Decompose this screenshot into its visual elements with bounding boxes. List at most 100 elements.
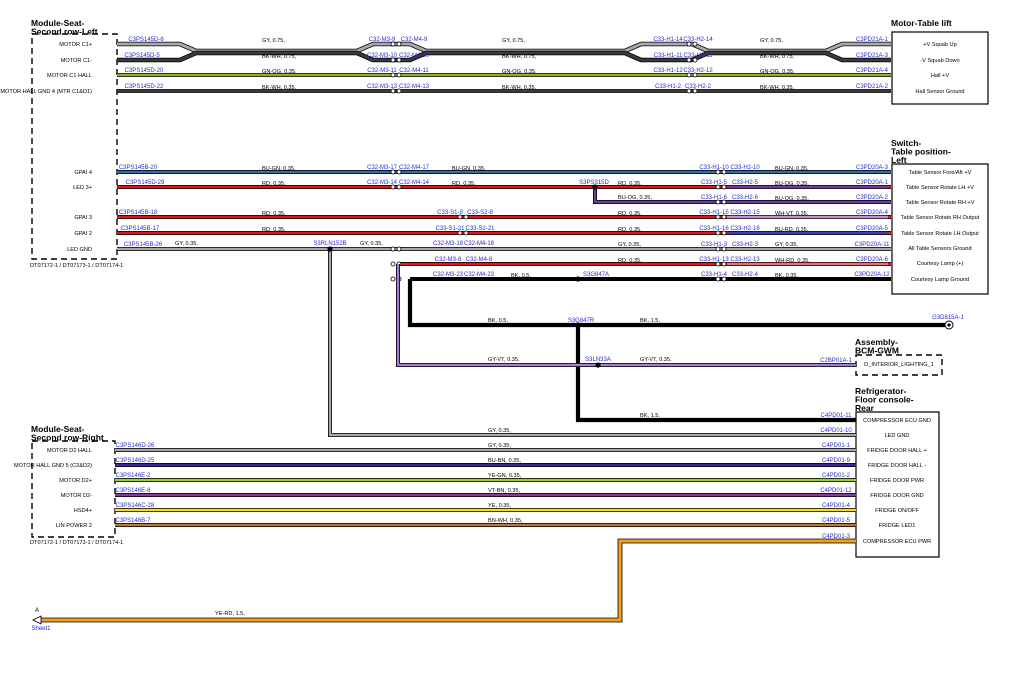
- pin-label: Courtesy Lamp (+): [917, 261, 964, 267]
- connector-label: C4PD01-12: [820, 488, 852, 494]
- pin-label: GPAI 4: [74, 170, 92, 176]
- module-seat-left-title: Second row-Left: [31, 27, 98, 37]
- pin-label: GPAI 3: [74, 215, 92, 221]
- inline-connector-left: [715, 169, 721, 175]
- pin-label: Table Sensor Rotate LH +V: [906, 185, 974, 191]
- pin-label: LED GND: [67, 247, 92, 253]
- motor-table-lift-frame: [891, 31, 989, 105]
- connector-label: C3PS146B-7: [115, 518, 151, 524]
- refrigerator-title: Refrigerator-: [855, 386, 907, 396]
- wire-spec-label: VT-BN, 0.35,: [488, 488, 520, 494]
- inline-connector-right: [721, 169, 727, 175]
- inline-connector-left: [390, 72, 396, 78]
- wire-spec-label: BK-WH, 0.35,: [262, 85, 297, 91]
- offpage-sheet-link[interactable]: Sheet1: [31, 626, 51, 632]
- connector-label: C3PS145D-20: [125, 68, 164, 74]
- connector-label: C4PD01-4: [822, 503, 851, 509]
- wire-spec-label: BU-RD, 0.35,: [775, 227, 809, 233]
- module-seat-left-title: Module-Seat-: [31, 18, 85, 28]
- inline-connector-right: [721, 199, 727, 205]
- inline-connector-right: [721, 214, 727, 220]
- wire-spec-label: GY-VT, 0.35,: [488, 357, 520, 363]
- connector-label: C3PS145B-26: [124, 242, 163, 248]
- inline-connector-right: [721, 261, 727, 267]
- motor-table-lift-title: Motor-Table lift: [891, 18, 952, 28]
- connector-label: C3PD20A-2: [856, 195, 889, 201]
- pin-label: FRIDGE LED1: [879, 523, 916, 529]
- wire-spec-label: RD, 0.35,: [452, 181, 476, 187]
- connector-label: C2BP01A-1: [820, 358, 852, 364]
- wire-spec-label: GN-OG, 0.35,: [502, 69, 537, 75]
- wire-spec-label: BU-BN, 0.35,: [488, 458, 521, 464]
- connector-label: C3PD21A-4: [856, 68, 889, 74]
- wire-spec-label: YE-GN, 0.35,: [488, 473, 522, 479]
- pin-label: Table Sensor Fore/Aft +V: [909, 170, 972, 176]
- wire-spec-label: WH-RD, 0.35,: [775, 258, 810, 264]
- wire-spec-label: GN-OG, 0.35,: [760, 69, 795, 75]
- connector-label: C4PD01-10: [820, 428, 852, 434]
- splice-S3G847A: [575, 276, 581, 282]
- inline-connector-right: [692, 41, 698, 47]
- pin-label: +V Squab Up: [923, 42, 956, 48]
- ground-point-center: [947, 323, 951, 327]
- part-numbers: DT07172-1 / DT07173-1 / DT07174-1: [30, 540, 123, 546]
- connector-label: C33-H2-11: [684, 53, 714, 59]
- connector-label: C33-S1-21: [435, 226, 465, 232]
- module-seat-right-title: Module-Seat-: [31, 424, 85, 434]
- connector-label: C3PS146E-8: [115, 488, 151, 494]
- inline-connector-right: [721, 230, 727, 236]
- pin-label: HSD4+: [74, 508, 92, 514]
- pin-label: FRIDGE DOOR GND: [870, 493, 923, 499]
- connector-label: C33-H1-4: [701, 272, 728, 278]
- connector-label: C3PD21A-2: [856, 84, 889, 90]
- connector-label: C33-H2-14: [683, 37, 713, 43]
- pin-label: MOTOR D2-: [61, 493, 92, 499]
- connector-label: C3PS146D-26: [116, 443, 155, 449]
- connector-label: C32-M3-18: [433, 241, 464, 247]
- inline-connector-right: [721, 184, 727, 190]
- connector-label: C33-H1-11: [654, 53, 684, 59]
- refrigerator-title: Rear: [855, 403, 875, 413]
- connector-label: C32-M3-9: [369, 37, 396, 43]
- inline-connector-right: [721, 246, 727, 252]
- inline-connector-left: [390, 276, 396, 282]
- connector-label: C3PD20A-1: [856, 180, 889, 186]
- connector-label: C4PD01-3: [822, 534, 851, 540]
- connector-label: C32-M4-8: [466, 257, 493, 263]
- connector-label: C3PS145D-6: [128, 37, 164, 43]
- inline-connector-left: [390, 57, 396, 63]
- inline-connector-left: [390, 169, 396, 175]
- pin-label: Table Sensor Rotate RH +V: [906, 200, 975, 206]
- connector-label: C32-M4-13: [399, 84, 430, 90]
- pin-label: D_INTERIOR_LIGHTING_1: [864, 362, 934, 368]
- pin-label: All Table Sensors Ground: [908, 246, 971, 252]
- pin-label: Hall +V: [931, 73, 949, 79]
- wire-spec-label: BK-WH, 0.35,: [760, 85, 795, 91]
- connector-label: C33-H2-3: [732, 242, 759, 248]
- wire-spec-label: BU-OG, 0.35,: [618, 195, 652, 201]
- module-seat-left-frame: [31, 33, 118, 260]
- switch-table-position-title: Table position-: [891, 147, 951, 157]
- connector-label: S3PS315D: [579, 180, 609, 186]
- inline-connector-right: [396, 88, 402, 94]
- connector-label: C32-M4-17: [399, 165, 430, 171]
- inline-connector-right: [692, 88, 698, 94]
- wire: [117, 51, 891, 62]
- wire-spec-label: RD, 0.35,: [262, 227, 286, 233]
- inline-connector-left: [715, 246, 721, 252]
- connector-label: C33-H2-16: [730, 226, 760, 232]
- connector-label: C3PD21A-1: [856, 37, 889, 43]
- connector-label: C32-M4-9: [401, 37, 428, 43]
- connector-label: C3PD20A-6: [856, 257, 889, 263]
- wire-spec-label: RD, 0.35,: [618, 211, 642, 217]
- inline-connector-right: [692, 57, 698, 63]
- inline-connector-right: [396, 169, 402, 175]
- wire-spec-label: GY, 0.35,: [775, 242, 798, 248]
- pin-label: Table Sensor Rotate RH Output: [901, 215, 980, 221]
- connector-label: C33-H2-12: [683, 68, 713, 74]
- inline-connector-left: [457, 214, 463, 220]
- connector-label: C3PD20A-3: [856, 165, 889, 171]
- connector-label: C3PS145B-17: [121, 226, 160, 232]
- wire-lighting: [396, 264, 856, 367]
